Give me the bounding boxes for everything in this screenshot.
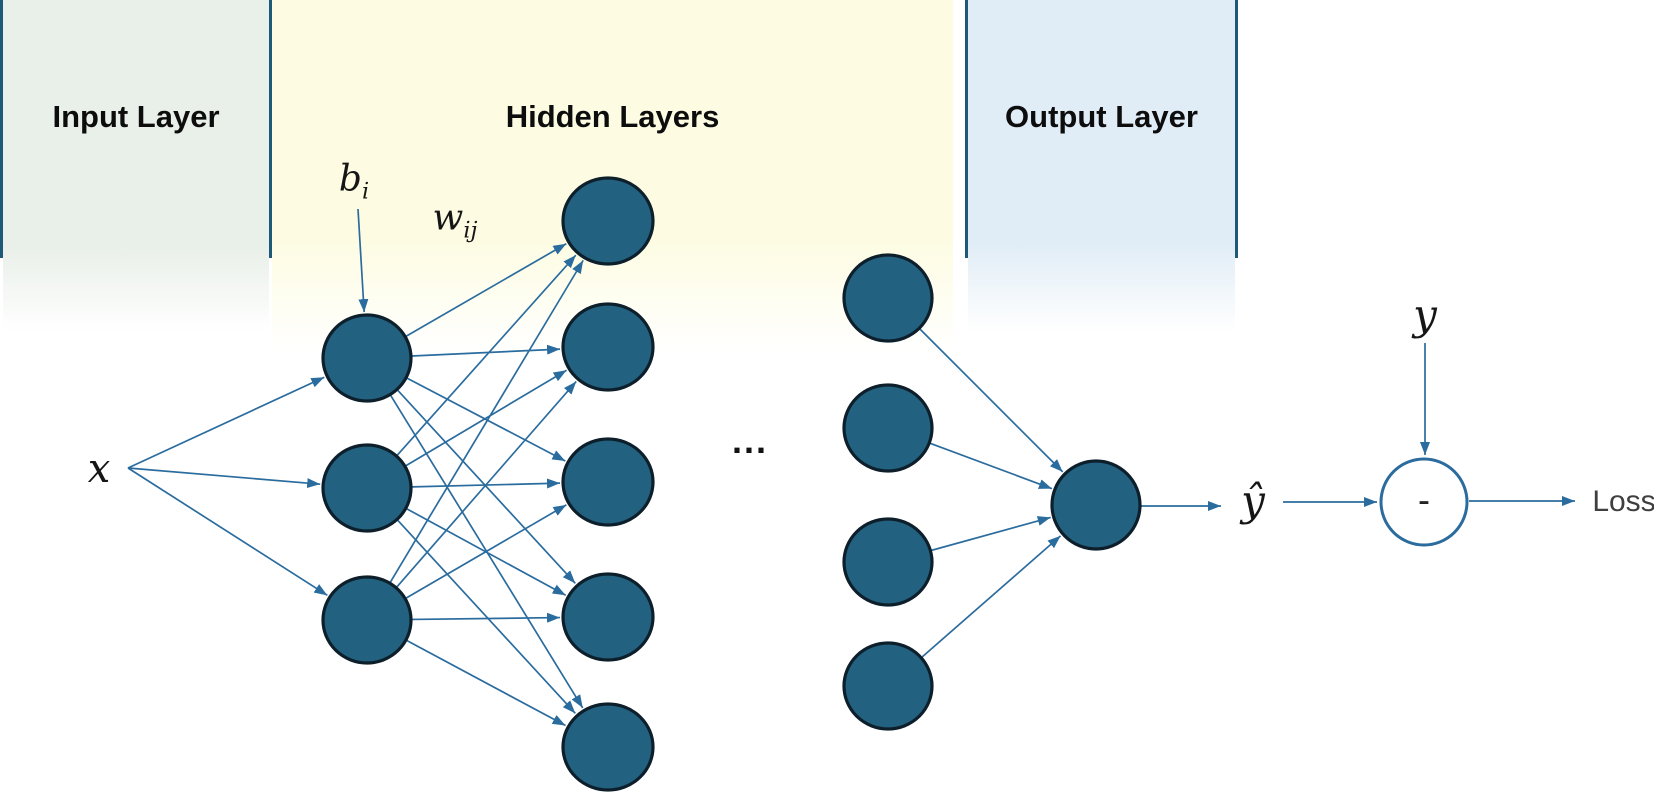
bias-arrow [357,208,369,313]
hidden-layer-3-node-3 [842,517,934,607]
hidden-layers-box [272,0,953,352]
connection-hidden-layer-3-3-to-output-node-layer-1 [931,516,1051,552]
connection-hidden-layer-3-2-to-output-node-layer-1 [929,442,1053,490]
hidden-layer-1-node-3 [321,575,413,665]
weights-subscript: ij [463,217,478,244]
output-layer-heading: Output Layer [1005,99,1198,134]
hidden-layer-2-node-1 [561,176,655,266]
connection-hidden-layer-1-1-to-hidden-layer-2-2 [411,344,561,357]
output-box-left-border [965,0,968,258]
weights-base: w [432,197,464,239]
connection-hidden-layer-1-3-to-hidden-layer-2-2 [396,380,577,588]
input-arrow-2 [127,467,321,489]
minus-operator-label: - [1418,479,1430,520]
input-box-right-border [269,0,272,258]
input-layer-box [3,0,269,332]
connection-hidden-layer-3-4-to-output-node-layer-1 [921,535,1062,658]
input-arrow-1 [127,376,325,469]
connection-hidden-layer-1-2-to-hidden-layer-2-2 [405,369,568,467]
connection-hidden-layer-1-1-to-hidden-layer-2-1 [405,242,567,337]
input-layer-heading: Input Layer [52,99,220,134]
connection-hidden-layer-1-3-to-hidden-layer-2-5 [406,639,566,727]
y-truth-label: y [1413,290,1437,339]
hidden-layer-2-node-4 [561,572,655,662]
hidden-layer-3-node-2 [842,383,934,473]
bias-label: bi [339,161,369,203]
hidden-layer-3-node-4 [842,641,934,731]
connection-hidden-layer-1-3-to-hidden-layer-2-4 [411,612,561,623]
connection-hidden-layer-1-1-to-hidden-layer-2-3 [406,377,566,462]
connection-hidden-layer-1-3-to-hidden-layer-2-1 [389,259,584,583]
loss-label: Loss [1592,485,1654,518]
connection-hidden-layer-3-1-to-output-node-layer-1 [919,328,1064,473]
x-input-label: x [87,446,111,492]
bias-subscript: i [361,178,370,205]
output-box-right-border [1235,0,1238,258]
hidden-layer-2-node-2 [561,302,655,392]
yhat-prediction-label: ŷ [1241,476,1265,525]
bias-base: b [338,158,362,200]
input-arrow-3 [127,467,328,597]
hidden-layers-heading: Hidden Layers [505,99,720,134]
connection-hidden-layer-1-2-to-hidden-layer-2-1 [396,254,577,456]
hidden-layer-2-node-3 [561,437,655,527]
output-layer-box [968,0,1235,332]
hidden-layers-ellipsis: ... [731,420,769,461]
input-box-left-border [0,0,3,258]
weights-label: wij [433,200,478,242]
difference-node-circle [1379,457,1469,547]
hidden-layer-1-node-1 [321,313,413,403]
hidden-layer-3-node-1 [842,253,934,343]
connection-hidden-layer-1-3-to-hidden-layer-2-3 [405,504,567,599]
connection-hidden-layer-1-2-to-hidden-layer-2-5 [397,519,576,714]
hidden-layer-2-node-5 [561,702,655,792]
output-node-layer-node-1 [1050,459,1142,551]
hidden-layer-1-node-2 [321,443,413,533]
